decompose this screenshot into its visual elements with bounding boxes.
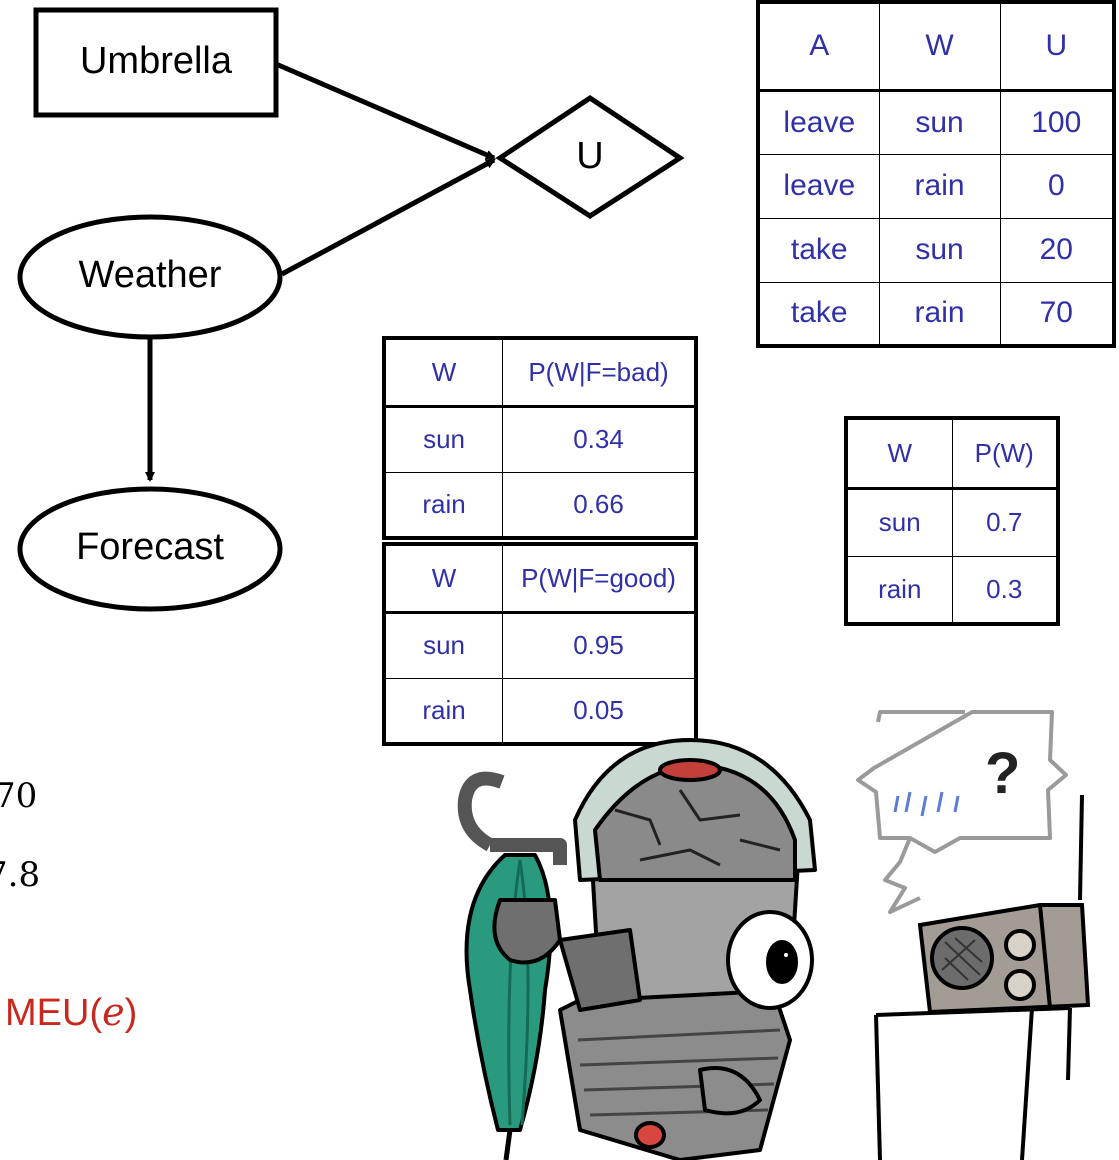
table-header-cell: W (383, 337, 504, 408)
table-cell: take (757, 217, 880, 283)
table-row: sun 0.7 (845, 487, 1059, 557)
table-header-cell: A (757, 1, 880, 92)
table-cell: 0.34 (502, 405, 697, 473)
formula-fragment-7-8: 7.8 (0, 855, 41, 895)
table-cell: leave (757, 89, 880, 155)
table-header-cell: U (999, 1, 1115, 92)
posterior-bad-table: W P(W|F=bad) sun 0.34 rain 0.66 (382, 336, 698, 540)
table-row: rain 0.66 (383, 471, 697, 539)
table-row: leave rain 0 (757, 153, 1115, 219)
utility-node-label: U (576, 135, 604, 177)
table-header-row: W P(W|F=bad) (383, 337, 697, 408)
table-header-cell: W (845, 417, 953, 490)
radio-icon (917, 794, 1091, 1015)
table-header-row: W P(W) (845, 417, 1059, 490)
table-cell: rain (878, 281, 1001, 347)
meu-prefix: MEU( (5, 992, 103, 1034)
table-cell: take (757, 281, 880, 347)
table-header-row: A W U (757, 1, 1115, 92)
table-cell: 0.7 (951, 487, 1059, 557)
speech-question-mark: ? (985, 741, 1021, 806)
forecast-node-label: Forecast (76, 526, 224, 568)
edge-umbrella-to-utility (275, 61, 496, 161)
utility-node (495, 94, 685, 219)
table-row: take sun 20 (757, 217, 1115, 283)
table-cell: 0.66 (502, 471, 697, 539)
weather-node-label: Weather (78, 254, 222, 296)
utility-table: A W U leave sun 100 leave rain 0 take su… (756, 0, 1116, 348)
table-row: take rain 70 (757, 281, 1115, 347)
table-cell: sun (878, 89, 1001, 155)
meu-suffix: ) (124, 992, 138, 1034)
table-row: sun 0.34 (383, 405, 697, 473)
robot-icon (558, 738, 817, 1160)
table-cell: 100 (999, 89, 1115, 155)
posterior-good-table: W P(W|F=good) sun 0.95 rain 0.05 (382, 542, 698, 746)
table-cell: rain (878, 153, 1001, 219)
radio-table (874, 1006, 1072, 1160)
table-cell: rain (383, 471, 504, 539)
weather-node (17, 214, 283, 340)
table-cell: rain (383, 677, 504, 745)
formula-fragment-70: 70 (0, 776, 38, 816)
table-cell: sun (383, 405, 504, 473)
speech-bubble (856, 710, 1068, 914)
umbrella-icon (457, 771, 567, 1160)
table-header-cell: P(W|F=bad) (502, 337, 697, 408)
table-header-cell: P(W|F=good) (502, 543, 697, 614)
table-cell: 0.05 (502, 677, 697, 745)
edge-weather-to-utility (280, 157, 496, 277)
table-header-cell: W (878, 1, 1001, 92)
rain-icon (893, 791, 960, 817)
table-row: leave sun 100 (757, 89, 1115, 155)
forecast-node (17, 486, 283, 612)
table-header-row: W P(W|F=good) (383, 543, 697, 614)
umbrella-node-label: Umbrella (79, 40, 233, 82)
table-row: rain 0.3 (845, 555, 1059, 625)
table-cell: leave (757, 153, 880, 219)
table-cell: 20 (999, 217, 1115, 283)
umbrella-node (33, 7, 279, 118)
table-cell: 70 (999, 281, 1115, 347)
meu-expression: MEU(e) (5, 990, 137, 1035)
prior-table: W P(W) sun 0.7 rain 0.3 (844, 416, 1060, 626)
table-cell: 0.3 (951, 555, 1059, 625)
table-header-cell: P(W) (951, 417, 1059, 490)
table-cell: 0 (999, 153, 1115, 219)
meu-variable: e (102, 990, 125, 1034)
table-row: rain 0.05 (383, 677, 697, 745)
table-cell: sun (383, 611, 504, 679)
table-cell: sun (878, 217, 1001, 283)
